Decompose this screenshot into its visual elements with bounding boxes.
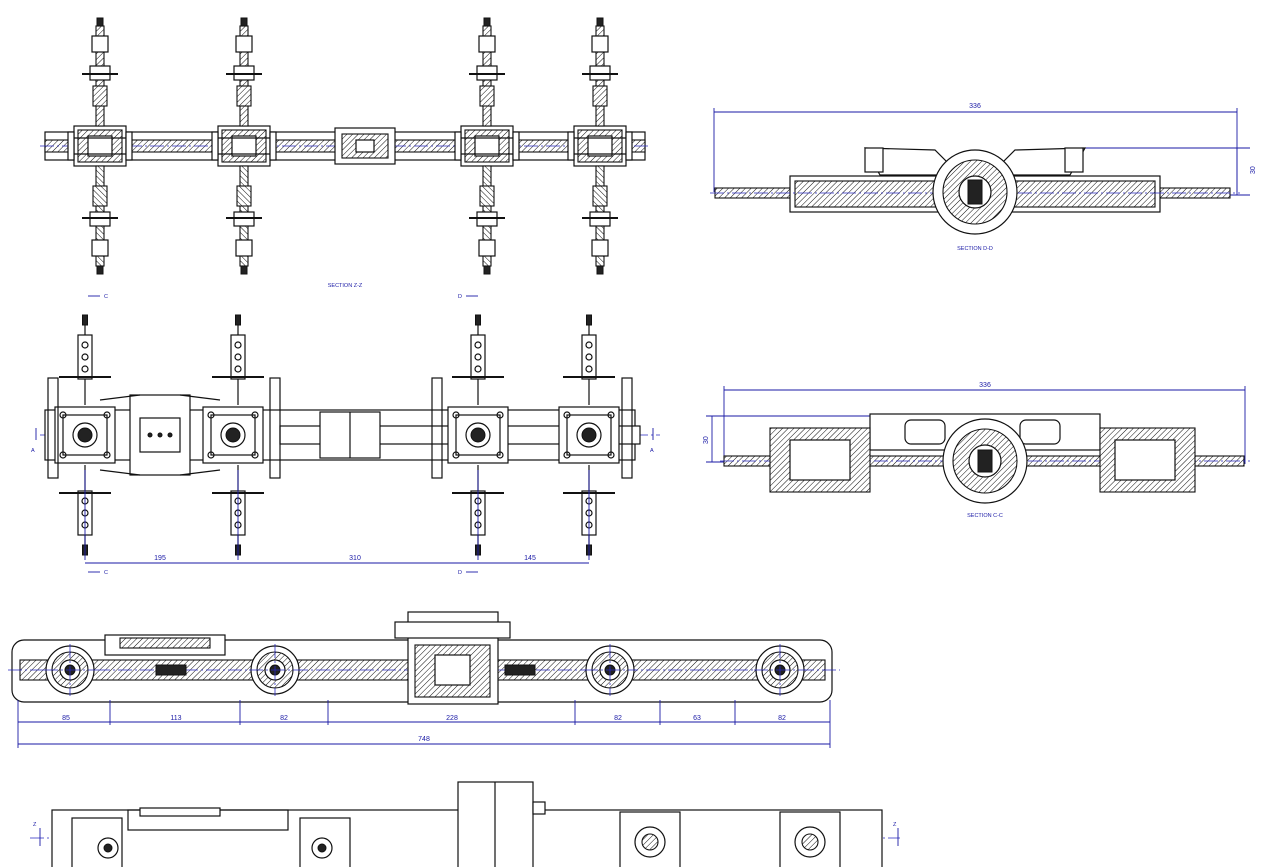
side-dim-7: 82 <box>778 715 786 722</box>
side-dim-6: 63 <box>693 715 701 722</box>
side-dim-total: 748 <box>418 736 430 743</box>
section-c-c-height-dim: 30 <box>703 436 710 444</box>
marker-z-left: Z <box>33 822 37 828</box>
marker-d-bottom: D <box>458 570 462 576</box>
section-c-c-view: 336 30 SECTION C-C <box>703 382 1250 519</box>
marker-a-left: A <box>31 448 35 454</box>
side-elevation-view: 85 113 82 228 82 63 82 748 <box>8 611 840 748</box>
plan-dim-1: 195 <box>154 555 166 562</box>
section-c-c-width-dim: 336 <box>979 382 991 389</box>
side-dim-1: 85 <box>62 715 70 722</box>
side-dim-3: 82 <box>280 715 288 722</box>
section-d-d-label: SECTION D-D <box>957 246 993 252</box>
plan-dim-3: 145 <box>524 555 536 562</box>
section-d-d-view: 336 30 SECTION D-D <box>710 103 1257 252</box>
side-dim-2: 113 <box>170 715 181 722</box>
section-c-c-label: SECTION C-C <box>967 513 1003 519</box>
section-z-z-view: SECTION Z-Z <box>40 17 650 289</box>
side-dim-4: 228 <box>446 715 458 722</box>
plan-view: 195 310 145 C C D D A A <box>31 294 660 576</box>
section-z-z-label: SECTION Z-Z <box>328 283 363 289</box>
bottom-plan-view: Z Z <box>30 781 900 867</box>
section-d-d-width-dim: 336 <box>969 103 981 110</box>
side-dim-5: 82 <box>614 715 622 722</box>
marker-z-right: Z <box>893 822 897 828</box>
marker-c-top: C <box>104 294 108 300</box>
marker-d-top: D <box>458 294 462 300</box>
marker-a-right: A <box>650 448 654 454</box>
section-d-d-height-dim: 30 <box>1250 166 1257 174</box>
marker-c-bottom: C <box>104 570 108 576</box>
plan-dim-2: 310 <box>349 555 361 562</box>
